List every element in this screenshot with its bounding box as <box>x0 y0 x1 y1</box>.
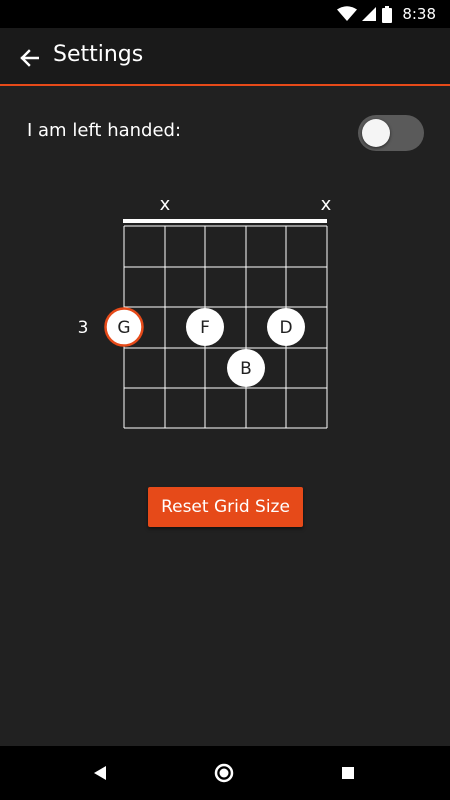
note-dot-d: D <box>267 308 305 346</box>
nav-back-button[interactable] <box>90 763 110 783</box>
battery-icon <box>382 5 393 23</box>
toggle-knob <box>362 119 390 147</box>
navigation-bar <box>0 746 450 800</box>
chord-diagram: x x 3 G F D B <box>78 194 332 429</box>
muted-marker-low-e: x <box>160 194 171 215</box>
square-recents-icon <box>342 767 354 779</box>
left-handed-toggle[interactable] <box>358 115 424 151</box>
nut <box>123 219 327 223</box>
page-title: Settings <box>53 42 144 67</box>
circle-home-icon <box>214 763 234 783</box>
status-icons: 8:38 <box>337 4 436 24</box>
note-label-f: F <box>200 318 210 338</box>
signal-icon <box>362 7 377 21</box>
app-bar: Settings <box>0 28 450 86</box>
note-label-d: D <box>279 318 292 338</box>
nav-recents-button[interactable] <box>338 763 358 783</box>
arrow-left-icon <box>20 49 39 67</box>
reset-grid-size-button[interactable]: Reset Grid Size <box>148 487 303 527</box>
note-label-b: B <box>240 359 252 379</box>
note-dot-b: B <box>227 349 265 387</box>
wifi-icon <box>337 6 358 21</box>
clock: 8:38 <box>402 5 436 23</box>
left-handed-label: I am left handed: <box>27 120 182 141</box>
triangle-back-icon <box>94 766 106 780</box>
note-dot-f: F <box>186 308 224 346</box>
back-button[interactable] <box>14 43 44 73</box>
nav-home-button[interactable] <box>214 763 234 783</box>
status-bar: 8:38 <box>0 0 450 28</box>
note-dot-g: G <box>104 307 144 347</box>
fret-number-label: 3 <box>78 318 89 338</box>
muted-marker-high-e: x <box>321 194 332 215</box>
note-label-g: G <box>117 318 130 338</box>
